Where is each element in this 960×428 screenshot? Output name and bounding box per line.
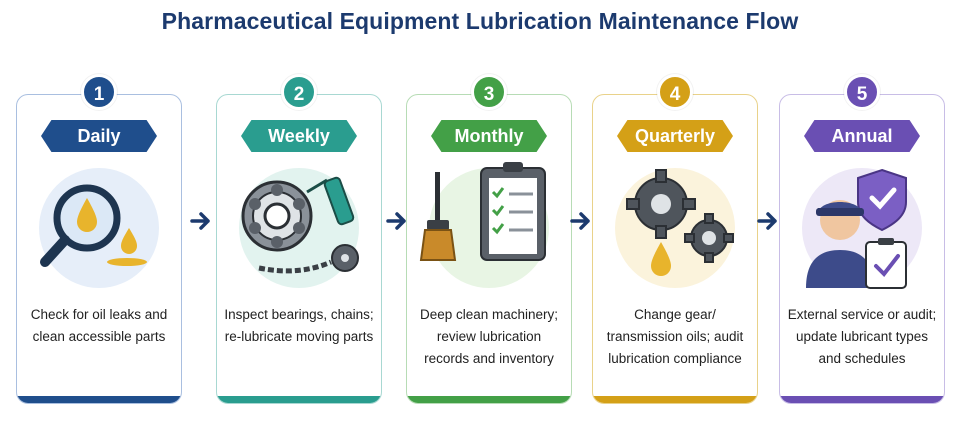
step-label-weekly: Weekly (241, 120, 357, 152)
technician-shield-clipboard-icon (802, 168, 922, 289)
step-description-quarterly: Change gear/ transmission oils; audit lu… (606, 307, 744, 366)
bearing-oilcan-chain-icon (239, 168, 359, 288)
step-label-monthly: Monthly (431, 120, 547, 152)
step-description-annual: External service or audit; update lubric… (787, 307, 937, 366)
step-description-weekly: Inspect bearings, chains; re-lubricate m… (224, 307, 374, 344)
arrow-right-icon (386, 212, 406, 230)
step-number-3: 3 (471, 74, 507, 110)
gears-oil-drop-icon (615, 168, 735, 288)
step-number-1: 1 (81, 74, 117, 110)
brush-checklist-icon (419, 162, 549, 288)
step-label-daily: Daily (41, 120, 157, 152)
step-number-5: 5 (844, 74, 880, 110)
step-description-daily: Check for oil leaks and clean accessible… (30, 307, 168, 344)
arrow-right-icon (190, 212, 210, 230)
page-title: Pharmaceutical Equipment Lubrication Mai… (161, 8, 799, 34)
step-description-monthly: Deep clean machinery; review lubrication… (419, 307, 559, 366)
arrow-right-icon (570, 212, 590, 230)
step-label-quarterly: Quarterly (617, 120, 733, 152)
step-label-annual: Annual (804, 120, 920, 152)
step-number-2: 2 (281, 74, 317, 110)
step-number-4: 4 (657, 74, 693, 110)
magnifier-oil-drops-icon (39, 168, 159, 288)
arrow-right-icon (757, 212, 777, 230)
